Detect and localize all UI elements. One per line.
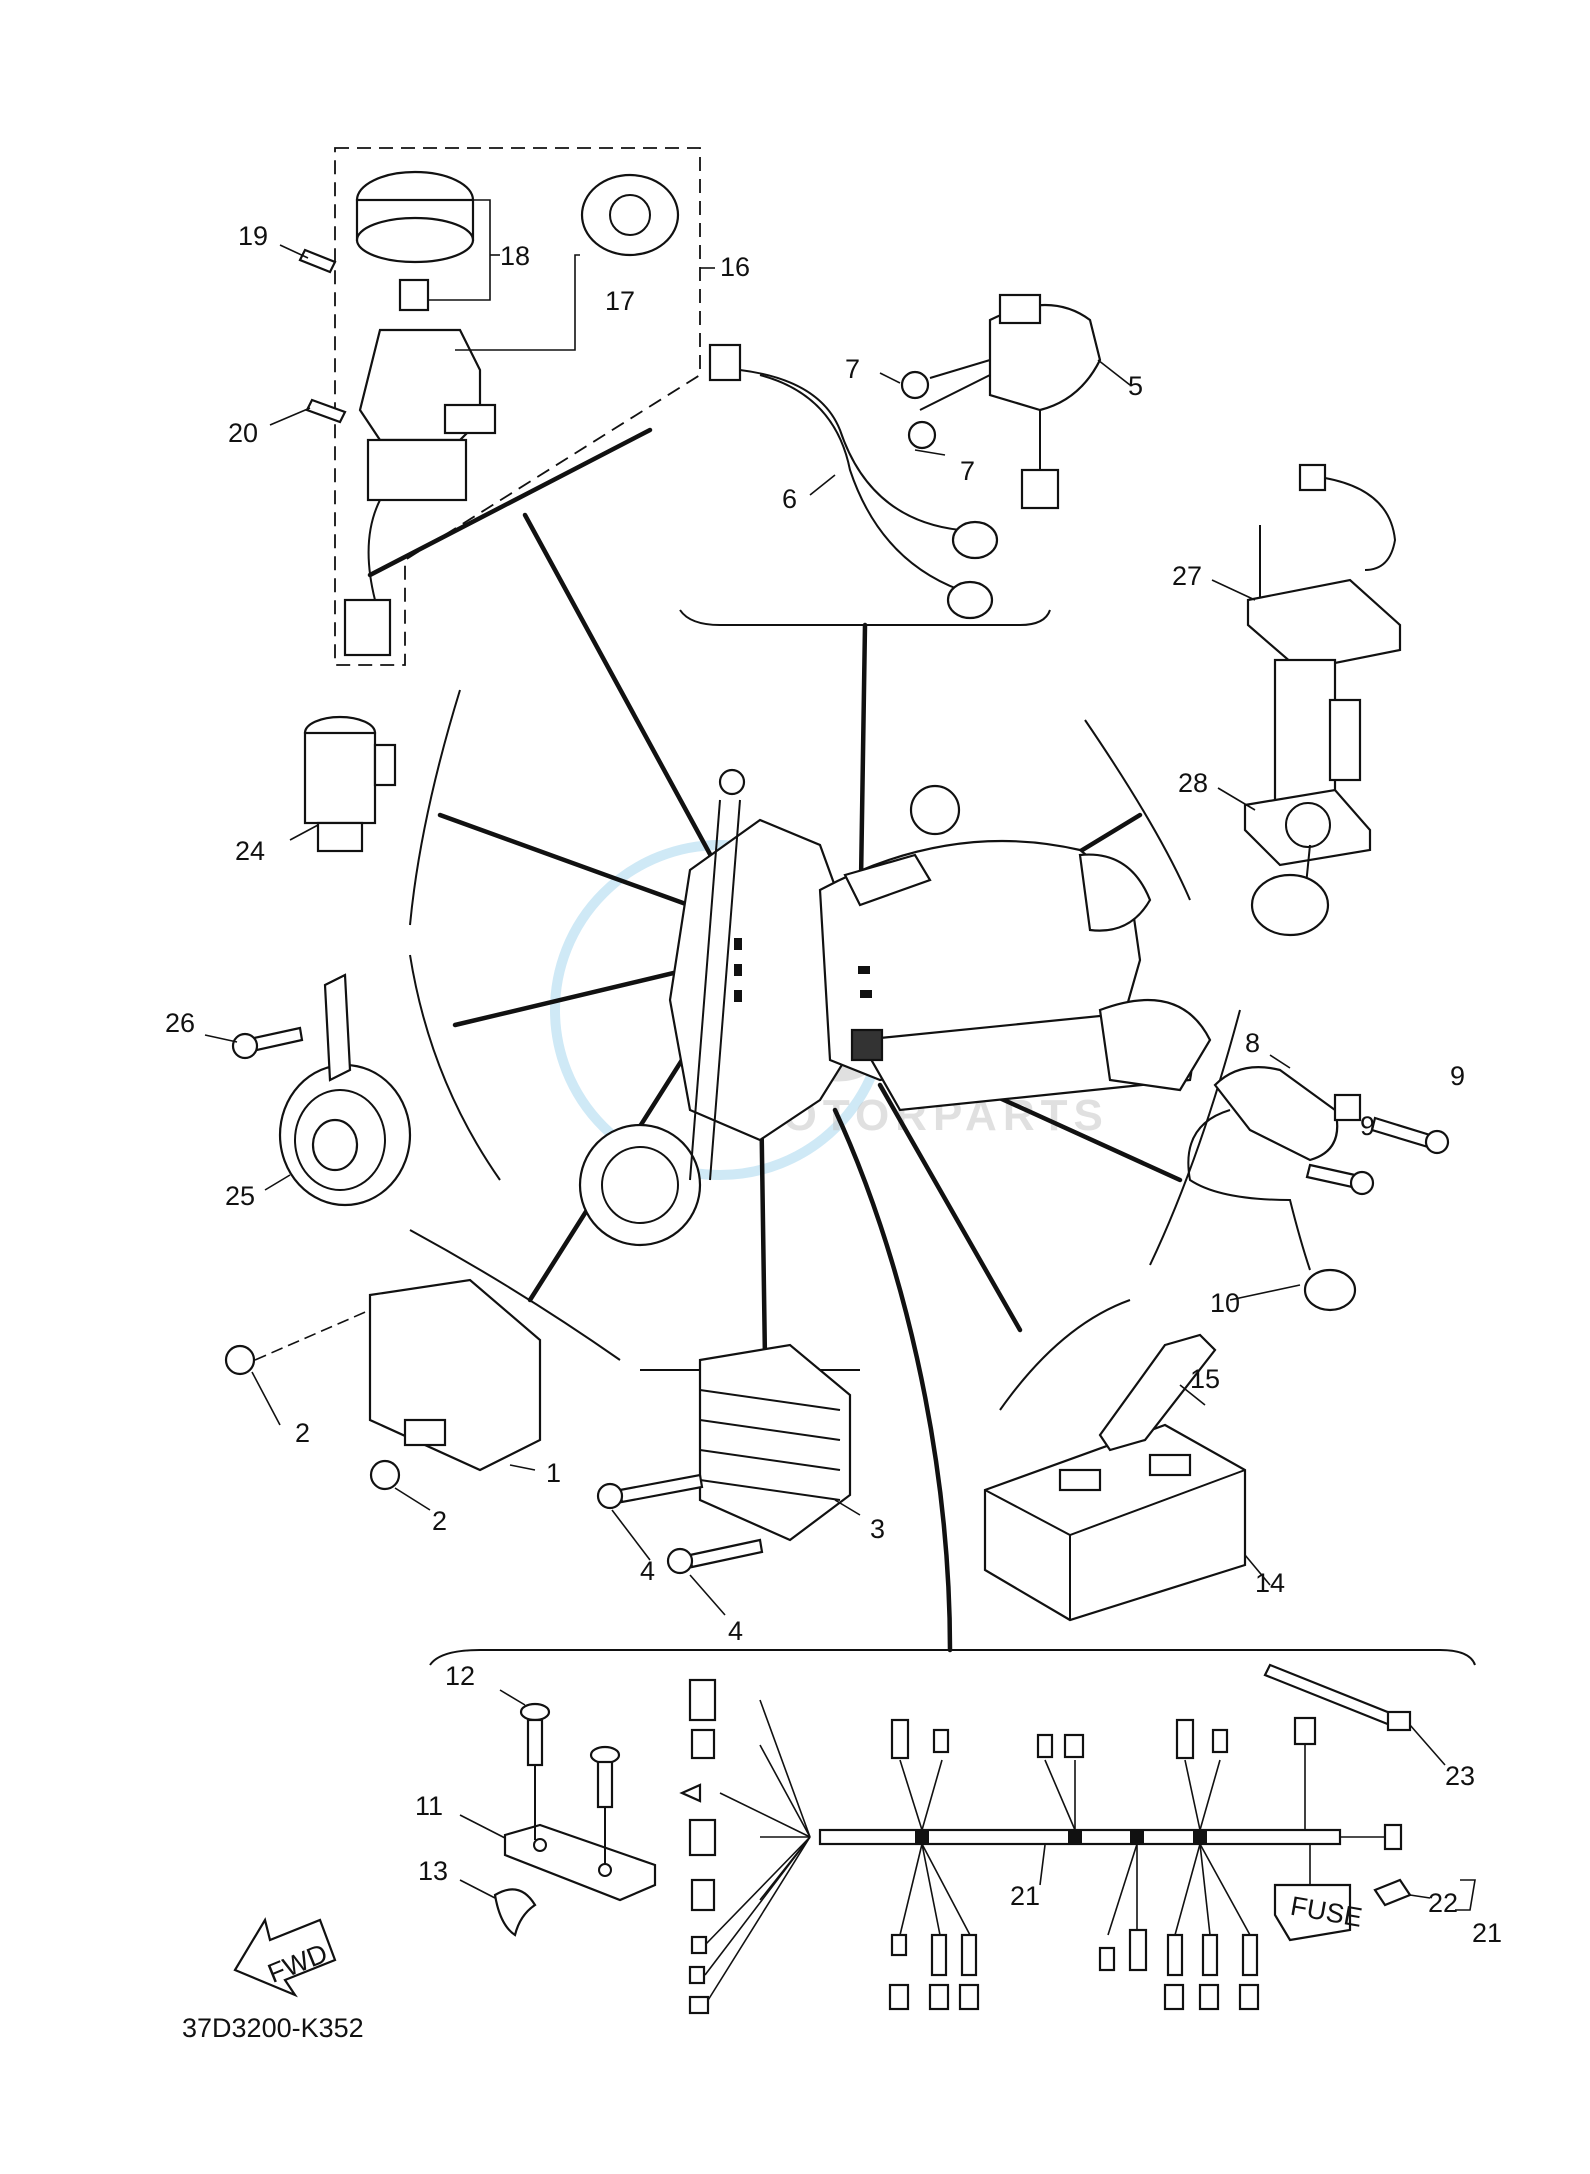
- callout-19: 19: [238, 221, 268, 251]
- callout-17: 17: [605, 286, 635, 316]
- callout-6: 6: [782, 484, 797, 514]
- callout-10: 10: [1210, 1288, 1240, 1318]
- callout-12: 12: [445, 1661, 475, 1691]
- callout-7b: 7: [960, 456, 975, 486]
- battery: [983, 1333, 1271, 1622]
- callout-3: 3: [870, 1514, 885, 1544]
- horn: [204, 973, 412, 1207]
- fwd-arrow-icon: FWD: [233, 1917, 337, 1998]
- callout-28: 28: [1178, 768, 1208, 798]
- callout-4a: 4: [640, 1556, 655, 1586]
- callout-18: 18: [500, 241, 530, 271]
- callout-9b: 9: [1360, 1111, 1375, 1141]
- callout-20: 20: [228, 418, 258, 448]
- callout-labels: 1 2 2 3 4 4 5 6 7 7 8 9 9 10 11 12 13 14…: [165, 221, 1502, 1948]
- callout-21b: 21: [1472, 1918, 1502, 1948]
- callout-21a: 21: [1010, 1881, 1040, 1911]
- callout-4b: 4: [728, 1616, 743, 1646]
- callout-8: 8: [1245, 1028, 1260, 1058]
- fuel-sender: [1211, 463, 1402, 937]
- callout-15: 15: [1190, 1364, 1220, 1394]
- wire-harness: FUSE: [459, 1663, 1476, 2015]
- flasher-relay: [289, 715, 397, 853]
- callout-27: 27: [1172, 561, 1202, 591]
- main-switch-kit: [269, 147, 715, 666]
- callout-11: 11: [415, 1791, 443, 1821]
- callout-2b: 2: [432, 1506, 447, 1536]
- callout-9a: 9: [1450, 1061, 1465, 1091]
- callout-14: 14: [1255, 1568, 1285, 1598]
- callout-16: 16: [720, 252, 750, 282]
- motorcycle-illustration: [578, 768, 1212, 1247]
- callout-1: 1: [546, 1458, 561, 1488]
- callout-23: 23: [1445, 1761, 1475, 1791]
- callout-5: 5: [1128, 371, 1143, 401]
- cdi-unit: [224, 1278, 542, 1511]
- callout-13: 13: [418, 1856, 448, 1886]
- callout-22: 22: [1428, 1888, 1458, 1918]
- relay-and-cable: [708, 293, 1131, 620]
- callout-7a: 7: [845, 354, 860, 384]
- rectifier-regulator: [596, 1343, 861, 1616]
- callout-2a: 2: [295, 1418, 310, 1448]
- callout-25: 25: [225, 1181, 255, 1211]
- diagram-code: 37D3200-K352: [182, 2013, 364, 2043]
- callout-24: 24: [235, 836, 265, 866]
- ignition-coil: [1187, 1054, 1450, 1312]
- callout-26: 26: [165, 1008, 195, 1038]
